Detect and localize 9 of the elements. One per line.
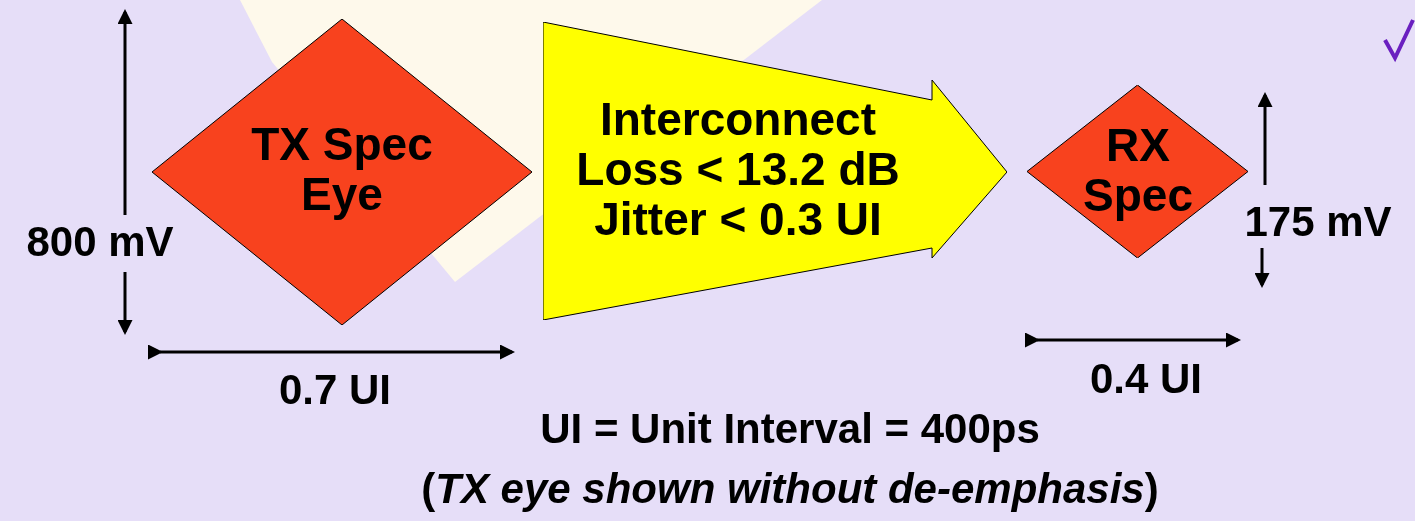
note-text: (TX eye shown without de-emphasis) [420, 465, 1160, 513]
node-label: TX Spec Eye [250, 119, 434, 219]
node-label: Interconnect Loss < 13.2 dB Jitter < 0.3 UI [575, 94, 901, 244]
dimension-label: 0.4 UI [1088, 355, 1204, 403]
dimension-label: 0.7 UI [277, 366, 393, 414]
node-label: RX Spec [1082, 120, 1194, 220]
dimension-label: 800 mV [25, 218, 175, 266]
dimension-label: 175 mV [1243, 198, 1393, 246]
definition-text: UI = Unit Interval = 400ps [539, 405, 1041, 453]
